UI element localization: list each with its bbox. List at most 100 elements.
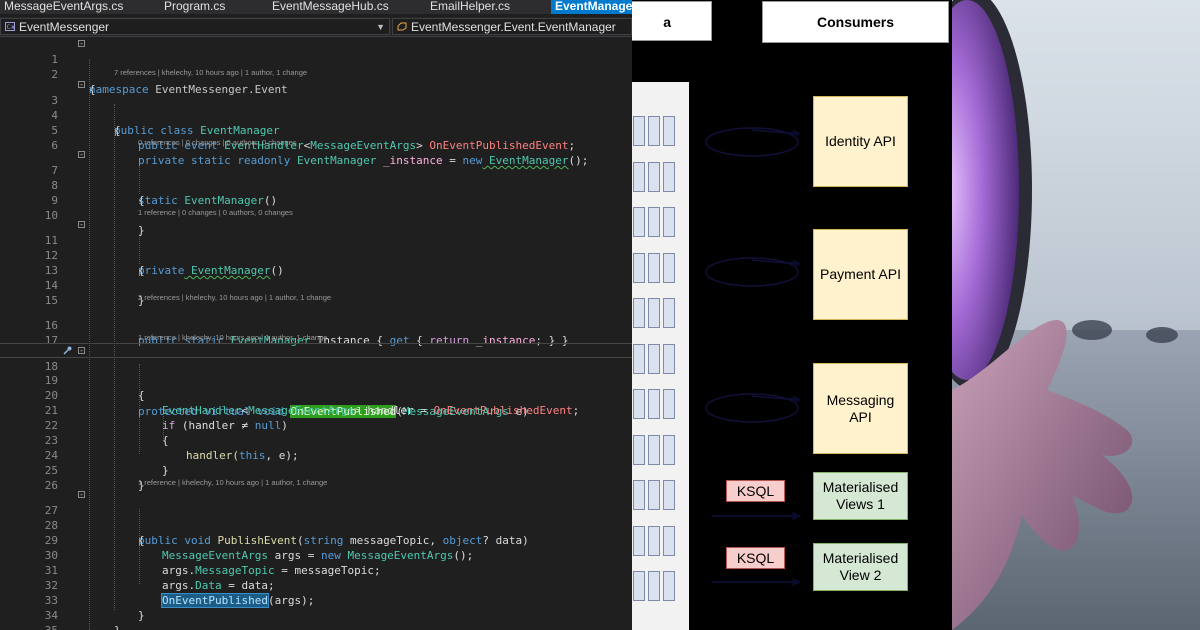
topic-partition-cell bbox=[648, 389, 660, 419]
topic-partition-cell bbox=[663, 161, 675, 192]
topic-partition-cell bbox=[663, 252, 675, 283]
identity-api-box: Identity API bbox=[813, 96, 908, 187]
architecture-diagram: a Consumers Identity API Payment API Mes… bbox=[632, 0, 952, 630]
indent-guide bbox=[139, 164, 140, 194]
topic-partition-cell bbox=[633, 434, 645, 465]
tab-eventmanager[interactable]: EventManage bbox=[551, 0, 632, 14]
ksql-box-2: KSQL bbox=[726, 547, 785, 569]
code-line-35: 35 } bbox=[0, 608, 632, 630]
code-line-31: 31 args.Data = data; bbox=[44, 564, 275, 592]
indent-guide bbox=[139, 509, 140, 584]
flow-arrows bbox=[705, 127, 802, 587]
flow-arrow-messaging bbox=[751, 394, 802, 404]
code-line-5: 5 public event EventHandler<MessageEvent… bbox=[51, 124, 576, 152]
tab-messageeventargs[interactable]: MessageEventArgs.cs bbox=[4, 0, 124, 13]
class-icon bbox=[397, 22, 407, 31]
topic-partition-cell bbox=[633, 298, 645, 328]
fold-toggle[interactable]: - bbox=[78, 39, 85, 48]
topic-partition-cell bbox=[648, 252, 660, 283]
topic-partition-cell bbox=[663, 298, 675, 328]
topic-partition-cell bbox=[648, 525, 660, 556]
code-editor: MessageEventArgs.cs Program.cs EventMess… bbox=[0, 0, 632, 630]
code-line-33: 33 } bbox=[44, 594, 145, 622]
indent-guide bbox=[139, 364, 140, 454]
flow-arrow-identity bbox=[751, 128, 802, 138]
chevron-down-icon: ▼ bbox=[376, 22, 385, 32]
member-name: EventMessenger.Event.EventManager bbox=[411, 20, 616, 34]
payment-api-box: Payment API bbox=[813, 229, 908, 320]
topic-partition-cell bbox=[663, 389, 675, 419]
flow-loop-messaging bbox=[705, 393, 799, 423]
topic-partition-cell bbox=[648, 480, 660, 510]
topic-partition-cell bbox=[648, 343, 660, 374]
tab-eventmessagehub[interactable]: EventMessageHub.cs bbox=[272, 0, 389, 13]
tab-program[interactable]: Program.cs bbox=[164, 0, 226, 13]
code-line-1: 1 - namespace EventMessenger.Event bbox=[51, 39, 288, 97]
code-line-34: 34 } bbox=[44, 609, 121, 630]
highlighted-method-name: OnEventPublished bbox=[290, 405, 397, 418]
navigation-bar: C# EventMessenger ▼ EventMessenger.Event… bbox=[0, 17, 632, 37]
materialised-view-2-box: Materialised View 2 bbox=[813, 543, 908, 591]
code-line-10: 10 } bbox=[44, 209, 145, 237]
code-line-11: 11 - private EventManager() bbox=[44, 220, 284, 278]
consumers-header: Consumers bbox=[762, 1, 949, 43]
code-area[interactable]: 1 - namespace EventMessenger.Event 2 { 7… bbox=[0, 37, 632, 630]
code-line-8: 8 { bbox=[51, 179, 145, 207]
topic-partition-cell bbox=[648, 434, 660, 465]
topic-partition-cell bbox=[633, 343, 645, 374]
csharp-project-icon: C# bbox=[5, 22, 15, 31]
fold-toggle[interactable]: - bbox=[78, 346, 85, 355]
code-line-30: 30 args.MessageTopic = messageTopic; bbox=[44, 549, 381, 577]
indent-guide bbox=[89, 59, 90, 630]
codelens-info[interactable]: 2 references | khelechy, 10 hours ago | … bbox=[138, 293, 332, 302]
topic-partition-cell bbox=[648, 207, 660, 237]
messaging-api-box: Messaging API bbox=[813, 363, 908, 454]
topic-partition-cell bbox=[663, 571, 675, 601]
code-line-2: 2 { bbox=[51, 68, 96, 96]
fold-toggle[interactable]: - bbox=[78, 150, 85, 159]
member-dropdown[interactable]: EventMessenger.Event.EventManager bbox=[392, 18, 632, 35]
reference-highlight: OnEventPublished bbox=[161, 593, 269, 608]
code-line-26: 26 bbox=[44, 479, 58, 492]
codelens-info[interactable]: 1 reference | 0 changes | 0 authors, 0 c… bbox=[138, 208, 293, 217]
hand-holding-lens-image bbox=[952, 0, 1200, 630]
topic-partition-cell bbox=[633, 207, 645, 237]
flow-loop-payment bbox=[705, 257, 799, 287]
codelens-info[interactable]: 0 references | 0 changes | 0 authors, 0 … bbox=[138, 138, 297, 147]
topic-partition-cell bbox=[663, 480, 675, 510]
fold-toggle[interactable]: - bbox=[78, 220, 85, 229]
code-line-6: 6 private static readonly EventManager _… bbox=[51, 139, 589, 167]
quick-actions-brush-icon[interactable] bbox=[62, 346, 72, 356]
svg-text:C#: C# bbox=[7, 24, 16, 31]
topic-partition-cell bbox=[663, 434, 675, 465]
code-line-16: 16 public static EventManager Instance {… bbox=[44, 319, 569, 347]
fold-toggle[interactable]: - bbox=[78, 80, 85, 89]
code-line-28: 28 { bbox=[44, 519, 145, 547]
topic-partition-cell bbox=[663, 116, 675, 146]
topic-partition-cell bbox=[648, 116, 660, 146]
materialised-view-1-box: Materialised Views 1 bbox=[813, 472, 908, 520]
topic-partition-cell bbox=[648, 298, 660, 328]
code-line-25: 25 } bbox=[44, 464, 145, 492]
fold-toggle[interactable]: - bbox=[78, 490, 85, 499]
topic-partition-cell bbox=[633, 161, 645, 192]
code-line-19: 19 { bbox=[44, 374, 145, 402]
project-name: EventMessenger bbox=[19, 20, 110, 34]
code-line-32: 32 OnEventPublished(args); bbox=[44, 579, 315, 608]
code-line-7: 7 - static EventManager() bbox=[51, 150, 278, 208]
project-dropdown[interactable]: C# EventMessenger ▼ bbox=[0, 18, 390, 35]
editor-tab-bar: MessageEventArgs.cs Program.cs EventMess… bbox=[0, 0, 632, 14]
code-line-22: 22 { bbox=[44, 419, 169, 447]
tab-emailhelper[interactable]: EmailHelper.cs bbox=[430, 0, 511, 13]
code-line-18: 18 - protected virtual void OnEventPubli… bbox=[0, 343, 632, 418]
producers-header: a bbox=[632, 1, 712, 41]
codelens-info[interactable]: 1 reference | khelechy, 10 hours ago | 1… bbox=[138, 478, 328, 487]
code-line-3: 3 - public class EventManager bbox=[51, 80, 280, 138]
topic-partition-cell bbox=[633, 389, 645, 419]
code-line-15: 15 bbox=[44, 294, 58, 307]
codelens-info[interactable]: 7 references | khelechy, 10 hours ago | … bbox=[114, 68, 308, 77]
topic-partition-cell bbox=[633, 525, 645, 556]
topic-partition-cell bbox=[663, 343, 675, 374]
topic-partition-cell bbox=[633, 480, 645, 510]
codelens-info[interactable]: 1 reference | khelechy, 10 hours ago | 1… bbox=[138, 333, 328, 342]
